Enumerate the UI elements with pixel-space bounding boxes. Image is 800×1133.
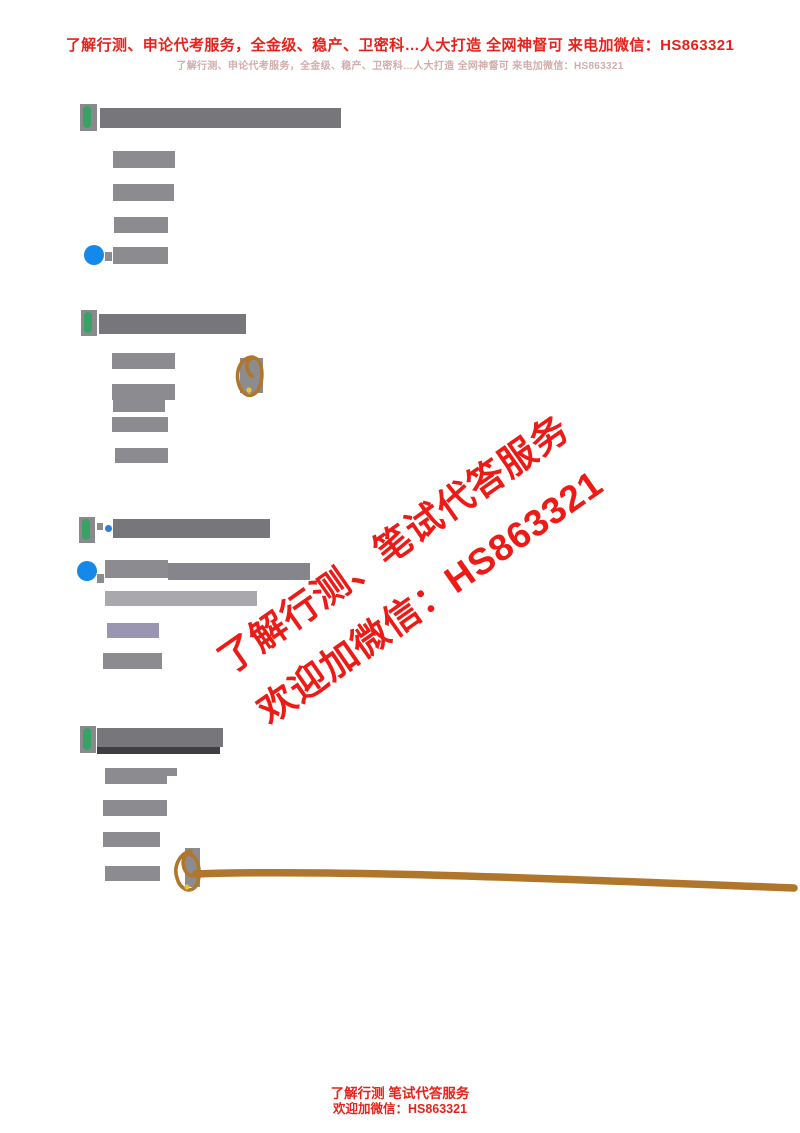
question-2-answer-option-bar[interactable] [112,384,175,400]
question-3-redacted-text-bar [97,523,103,530]
green-bar-icon [84,312,92,333]
question-3-redacted-heading [113,519,270,538]
header-ad-subtext: 了解行测、申论代考服务，全金级、稳产、卫密科…人大打造 全网神督可 来电加微信：… [176,61,624,72]
selected-answer-marker[interactable] [84,245,104,265]
question-3-redacted-text-bar [168,563,310,580]
question-1-answer-option-bar[interactable] [113,151,175,168]
question-4-answer-option-bar[interactable] [103,800,167,816]
question-4-answer-option-bar[interactable] [103,832,160,847]
question-2-answer-option-bar[interactable] [115,448,168,463]
question-2-redacted-text-bar [240,358,263,393]
question-2-redacted-heading [99,314,246,334]
question-1-redacted-text-bar [105,252,112,261]
question-3-redacted-text-bar [97,574,104,583]
green-bar-icon [83,728,91,750]
blue-dot [104,524,112,532]
question-1-answer-option-bar[interactable] [113,184,174,201]
question-1-redacted-heading [100,108,341,128]
question-2-answer-option-bar[interactable] [112,417,168,432]
footer-ad-line2: 欢迎加微信：HS863321 [332,1102,468,1116]
question-3-answer-option-bar[interactable] [105,560,168,578]
footer-ad-line1: 了解行测 笔试代答服务 [330,1086,470,1101]
question-4-redacted-text-bar [97,747,220,754]
question-4-redacted-text-bar [167,768,177,776]
question-3-answer-option-bar[interactable] [103,653,162,669]
selected-answer-marker[interactable] [77,561,97,581]
question-4-redacted-heading [97,728,223,747]
question-2-answer-option-bar[interactable] [112,353,175,369]
question-3-answer-option-bar[interactable] [107,623,159,638]
question-1-answer-option-bar[interactable] [114,217,168,233]
question-2-redacted-text-bar [113,400,165,412]
green-bar-icon [82,519,90,540]
header-ad-text: 了解行测、申论代考服务，全金级、稳产、卫密科…人大打造 全网神督可 来电加微信：… [65,37,735,54]
question-4-answer-option-bar[interactable] [105,768,167,784]
question-4-answer-option-bar[interactable] [105,866,160,881]
green-bar-icon [83,106,91,128]
question-1-answer-option-bar[interactable] [113,247,168,264]
question-3-redacted-text-bar [105,591,257,606]
question-4-redacted-text-bar [185,848,200,887]
